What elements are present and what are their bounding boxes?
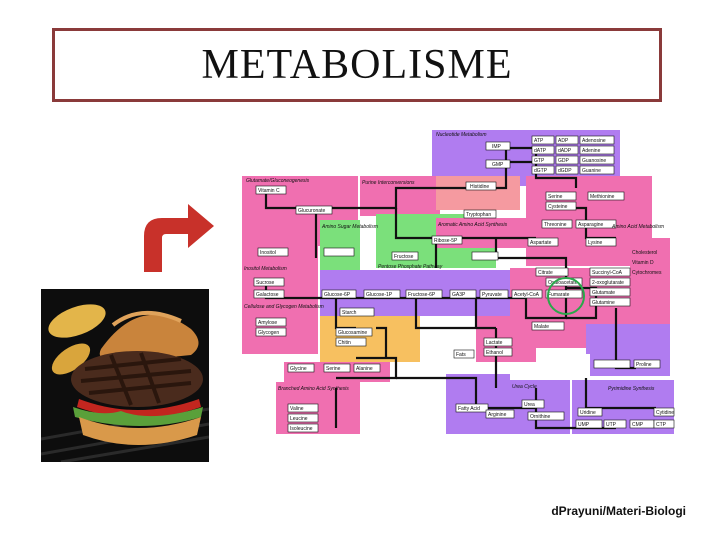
region-label: Urea Cycle <box>512 384 537 390</box>
node-label: Lysine <box>588 240 602 246</box>
region-label: Branched Amino Acid Synthesis <box>278 386 349 392</box>
node-label: Vitamin C <box>258 188 280 194</box>
node-label: Fructose <box>394 254 414 260</box>
slide-credit: dPrayuni/Materi-Biologi <box>551 504 686 518</box>
node-label: dGTP <box>534 168 548 174</box>
node-label: Cytochromes <box>632 270 662 276</box>
region-label: Inositol Metabolism <box>244 266 287 272</box>
region-cellulose <box>242 276 318 354</box>
node-boxes <box>253 135 675 433</box>
node-label: 2-oxoglutarate <box>592 280 624 286</box>
node-label: Chitin <box>338 340 351 346</box>
region-label: Nucleotide Metabolism <box>436 132 487 138</box>
region-purine <box>360 176 440 216</box>
node-label: Ornithine <box>530 414 551 420</box>
region-label: Amino Sugar Metabolism <box>321 224 378 230</box>
node-label: Fatty Acid <box>458 406 480 412</box>
node-label: GTP <box>534 158 545 164</box>
node-label: dATP <box>534 148 547 154</box>
node-label: GDP <box>558 158 570 164</box>
node-label: Serine <box>548 194 563 200</box>
region-label: Aromatic Amino Acid Synthesis <box>437 222 508 228</box>
node-label: Glutamine <box>592 300 615 306</box>
node-label: ADP <box>558 138 569 144</box>
region-label: Purine Interconversions <box>362 180 415 186</box>
node-label: Amylose <box>258 320 277 326</box>
node-label: Aspartate <box>530 240 552 246</box>
node-label: UMP <box>578 422 590 428</box>
hamburger-photo <box>41 289 209 462</box>
node-label: Citrate <box>538 270 553 276</box>
region-histidine <box>436 176 520 210</box>
node-label: Urea <box>524 402 535 408</box>
region-label: Amino Acid Metabolism <box>611 224 664 230</box>
title-box: METABOLISME <box>52 28 662 102</box>
node-label: Glucose-6P <box>324 292 351 298</box>
node-label: Uridine <box>580 410 596 416</box>
metabolic-pathway-map: ATP ADP Adenosine dATP dADP Adenine GTP … <box>236 128 676 440</box>
node-label: Fats <box>456 352 466 358</box>
region-aa-synthesis <box>586 324 670 354</box>
node-label: UTP <box>606 422 617 428</box>
node-label: Guanine <box>582 168 601 174</box>
node-label: Asparagine <box>578 222 604 228</box>
node-label: Glutamate <box>592 290 615 296</box>
node-label: dGDP <box>558 168 572 174</box>
curved-arrow-icon <box>144 204 214 272</box>
region-labels: Nucleotide Metabolism Glutamate/Gluconeo… <box>244 132 664 392</box>
region-label: Pyrimidine Synthesis <box>608 386 655 392</box>
node-label: GMP <box>492 162 504 168</box>
node-label: IMP <box>492 144 502 150</box>
node-label: Vitamin D <box>632 260 654 266</box>
node-label: Sucrose <box>256 280 275 286</box>
node-label: Fumarate <box>548 292 570 298</box>
region-label: Cellulose and Glycogen Metabolism <box>244 304 324 310</box>
node-label: Lactate <box>486 340 503 346</box>
node-label: Adenine <box>582 148 601 154</box>
node-label: Guanosine <box>582 158 606 164</box>
krebs-cycle-ring <box>547 277 585 315</box>
node-label: Serine <box>326 366 341 372</box>
node-label: Acetyl-CoA <box>514 292 540 298</box>
node-label: Glucose-1P <box>366 292 393 298</box>
node-label: Proline <box>636 362 652 368</box>
node-label: Glucosamine <box>338 330 367 336</box>
node-label: dADP <box>558 148 572 154</box>
node-label: Inositol <box>260 250 276 256</box>
node-label: Galactose <box>256 292 279 298</box>
node-label: Isoleucine <box>290 426 313 432</box>
node-label: Leucine <box>290 416 308 422</box>
node-label: Cholesterol <box>632 250 657 256</box>
node-label: CTP <box>656 422 667 428</box>
node-label: Histidine <box>470 184 489 190</box>
region-amino-sugar <box>320 220 360 270</box>
node-labels: ATP ADP Adenosine dATP dADP Adenine GTP … <box>256 138 674 432</box>
node-label: Arginine <box>488 412 507 418</box>
node-label: GA3P <box>452 292 466 298</box>
node-label: Glycogen <box>258 330 279 336</box>
node-label: Glucuronate <box>298 208 325 214</box>
node-label: Oxaloacetate <box>548 280 578 286</box>
node-label: Valine <box>290 406 304 412</box>
slide-title: METABOLISME <box>201 42 513 88</box>
node-label: Threonine <box>544 222 567 228</box>
node-label: Ethanol <box>486 350 503 356</box>
node-label: Glycine <box>290 366 307 372</box>
node-label: Starch <box>342 310 357 316</box>
node-label: Ribose-5P <box>434 238 458 244</box>
node-label: Methionine <box>590 194 615 200</box>
node-label: Pyruvate <box>482 292 502 298</box>
region-label: Glutamate/Gluconeogenesis <box>246 178 310 184</box>
node-label: ATP <box>534 138 544 144</box>
node-label: Cytidine <box>656 410 674 416</box>
region-label: Pentose Phosphate Pathway <box>378 264 443 270</box>
node-label: Adenosine <box>582 138 606 144</box>
node-label: CMP <box>632 422 644 428</box>
node-label: Cysteine <box>548 204 568 210</box>
node-label: Malate <box>534 324 549 330</box>
node-label: Succinyl-CoA <box>592 270 623 276</box>
node-label: Tryptophan <box>466 212 491 218</box>
node-label: Fructose-6P <box>408 292 436 298</box>
node-label: Alanine <box>356 366 373 372</box>
